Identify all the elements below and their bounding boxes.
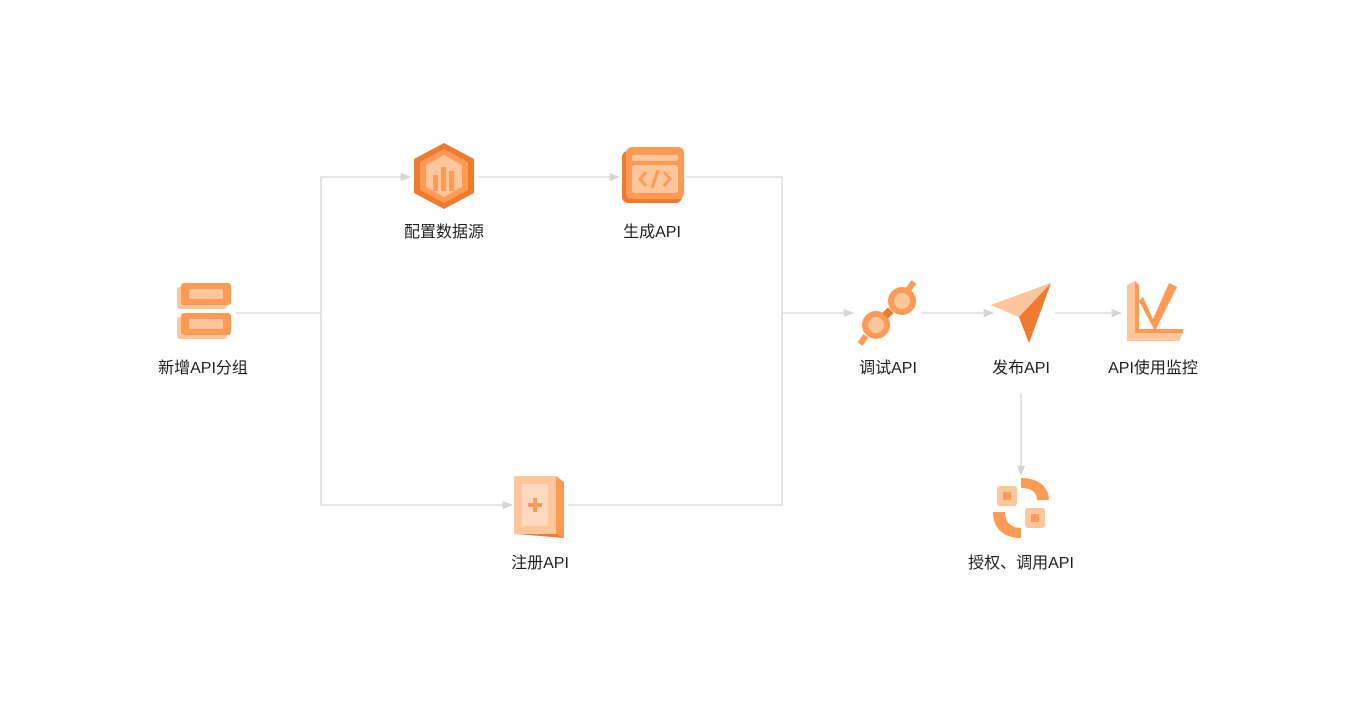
node-label: 授权、调用API — [968, 555, 1074, 572]
node-configure-datasource: 配置数据源 — [374, 141, 514, 243]
node-api-usage-monitoring: API使用监控 — [1083, 277, 1223, 379]
node-generate-api: 生成API — [582, 141, 722, 243]
node-label: 发布API — [992, 360, 1050, 377]
node-authorize-call-api: 授权、调用API — [951, 472, 1091, 574]
node-label: 调试API — [859, 360, 917, 377]
node-publish-api: 发布API — [951, 277, 1091, 379]
node-label: 注册API — [511, 555, 569, 572]
node-label: 配置数据源 — [403, 224, 484, 241]
node-label: API使用监控 — [1108, 360, 1198, 377]
register-door-icon — [514, 476, 564, 538]
plug-icon — [857, 280, 917, 346]
stacked-boxes-icon — [177, 283, 231, 339]
connector-branch-bottom — [320, 313, 514, 510]
authorize-icon — [993, 478, 1049, 538]
node-register-api: 注册API — [470, 472, 610, 574]
paper-plane-icon — [991, 283, 1051, 343]
node-label: 新增API分组 — [158, 360, 248, 377]
connector-generate-merge — [686, 176, 783, 313]
node-debug-api: 调试API — [818, 277, 958, 379]
node-add-api-group: 新增API分组 — [133, 277, 273, 379]
connector-branch-top — [320, 172, 412, 313]
connector-register-merge — [568, 313, 783, 506]
trend-chart-icon — [1127, 281, 1183, 341]
hexagon-chart-icon — [414, 143, 474, 209]
code-window-icon — [622, 147, 684, 203]
node-label: 生成API — [623, 224, 681, 241]
